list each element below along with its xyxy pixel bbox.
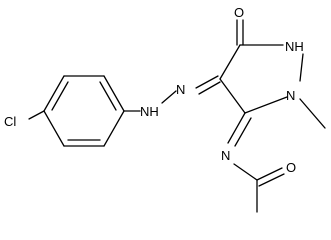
atom-label-cl: Cl bbox=[4, 114, 16, 129]
bond-c5-nimine-double bbox=[234, 117, 252, 147]
bond-c4-c3 bbox=[219, 44, 241, 80]
bond-ring-f bbox=[43, 110, 65, 147]
bond-ring-a-inner bbox=[51, 81, 69, 111]
bond-ring-a bbox=[43, 75, 65, 112]
chlorophenyl-ring bbox=[43, 75, 125, 147]
pyrazolone-ring bbox=[219, 44, 304, 114]
bond-cl bbox=[28, 110, 45, 120]
bond-ring-c bbox=[103, 75, 125, 112]
bond-nimine-acetyl bbox=[233, 163, 258, 181]
bond-n-c4 bbox=[195, 75, 219, 89]
bond-n2-n1 bbox=[299, 53, 304, 82]
bond-n-c4-double bbox=[198, 81, 221, 95]
atom-label-nh-hydrazone: NH bbox=[140, 104, 159, 119]
structure-diagram: Cl NH N O NH N N O bbox=[4, 5, 326, 213]
bond-c5-c4 bbox=[219, 78, 246, 114]
bond-n1-methyl bbox=[299, 98, 326, 129]
atom-label-o-acetyl: O bbox=[286, 160, 296, 175]
bond-n1-c5 bbox=[244, 96, 288, 114]
atom-label-n-hydrazone: N bbox=[176, 82, 185, 97]
bond-acetyl-o-double bbox=[258, 173, 285, 187]
bond-c5-nimine bbox=[227, 112, 246, 144]
atom-label-n-imine: N bbox=[221, 148, 230, 163]
atom-label-o-keto: O bbox=[234, 5, 244, 20]
bond-ring-d bbox=[103, 110, 125, 147]
atom-label-n-ring: N bbox=[286, 88, 295, 103]
bond-nh-n bbox=[161, 90, 177, 104]
bond-acetyl-o bbox=[256, 167, 283, 181]
atom-label-nh-ring: NH bbox=[285, 39, 304, 54]
bond-ring-c-inner bbox=[99, 81, 117, 111]
